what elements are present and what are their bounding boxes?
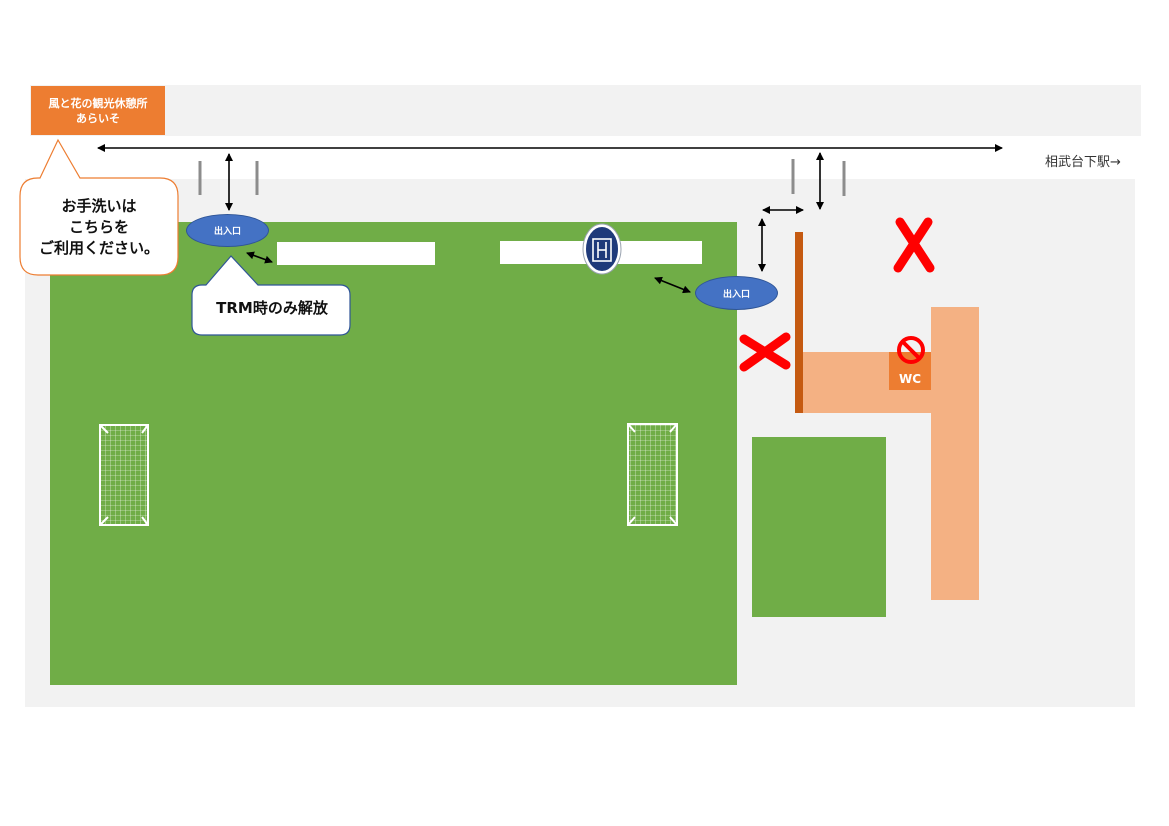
callout-trm-bubble — [191, 255, 351, 336]
entrance-left: 出入口 — [186, 214, 269, 247]
callout-wash-text: お手洗いは こちらを ご利用ください。 — [24, 196, 174, 259]
callout-wash-line3: ご利用ください。 — [38, 239, 159, 257]
wc-label: WC — [898, 372, 922, 386]
rest-area-subname: あらいそ — [76, 111, 120, 125]
entrance2-arrow — [654, 276, 691, 294]
x-mark-icon — [739, 332, 791, 372]
fence — [795, 232, 803, 413]
rest-area-name: 風と花の観光休憩所 — [48, 96, 148, 110]
bench-left — [277, 242, 435, 265]
road — [30, 85, 1141, 136]
main-soccer-field — [50, 222, 737, 685]
goal-left — [99, 424, 149, 526]
entrance1-arrow — [246, 251, 273, 264]
building-vertical — [931, 307, 979, 600]
club-emblem-icon — [582, 223, 622, 275]
rest-area-label: 風と花の観光休憩所 あらいそ — [31, 86, 165, 135]
callout-wash-line1: お手洗いは — [61, 197, 137, 215]
x-mark-icon — [893, 217, 935, 273]
entrance-left-label: 出入口 — [213, 227, 241, 237]
callout-wash-bubble — [19, 138, 179, 276]
wc-box: WC — [889, 352, 931, 390]
callout-wash-line2: こちらを — [68, 218, 129, 236]
entrance-right-label: 出入口 — [722, 289, 750, 300]
no-entry-icon — [897, 336, 925, 364]
callout-trm-text: TRM時のみ解放 — [216, 299, 328, 317]
goal-right — [627, 423, 678, 526]
entrance-right: 出入口 — [695, 276, 778, 310]
sub-field — [752, 437, 886, 617]
station-direction: 相武台下駅→ — [1045, 155, 1121, 170]
